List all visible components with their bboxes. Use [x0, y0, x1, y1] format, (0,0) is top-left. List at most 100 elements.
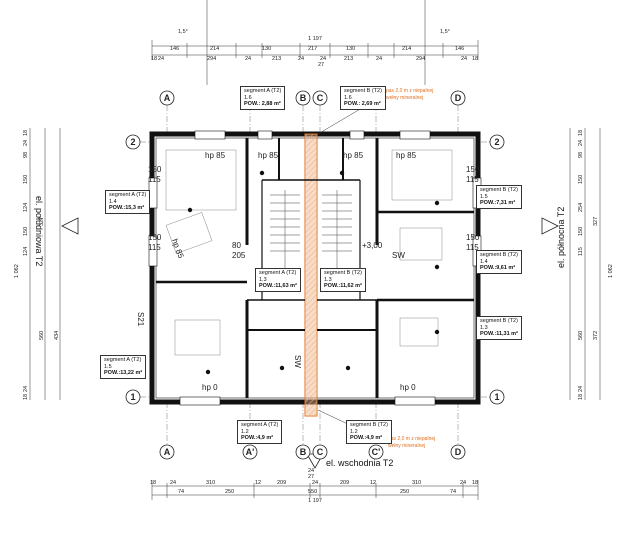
svg-text:130: 130	[346, 46, 355, 52]
svg-text:2: 2	[494, 137, 499, 147]
svg-text:214: 214	[210, 46, 219, 52]
svg-text:12: 12	[370, 480, 376, 486]
bottom-dimension-chain	[151, 480, 479, 500]
svg-text:150: 150	[23, 227, 29, 236]
svg-text:150: 150	[148, 233, 162, 242]
svg-text:24: 24	[376, 56, 382, 62]
svg-text:250: 250	[400, 489, 409, 495]
slope-right: 1,5°	[440, 29, 450, 35]
svg-text:115: 115	[466, 243, 479, 252]
svg-text:24: 24	[320, 56, 326, 62]
bottom-lower-dims: 74 250 550 250 74 27 24	[178, 468, 456, 495]
svg-text:24: 24	[23, 140, 29, 146]
top-guide-lines	[206, 0, 426, 85]
svg-text:27: 27	[318, 62, 324, 68]
top-lower-dims: 18 24 294 24 213 24 24 213 24 294 24 18 …	[151, 56, 478, 68]
svg-text:A: A	[164, 93, 171, 103]
left-elevation-marker	[61, 217, 79, 235]
svg-text:hp 0: hp 0	[400, 383, 416, 392]
svg-text:98: 98	[578, 152, 584, 158]
svg-text:310: 310	[206, 480, 215, 486]
svg-text:24: 24	[298, 56, 304, 62]
svg-text:146: 146	[170, 46, 179, 52]
svg-text:27: 27	[308, 474, 314, 480]
svg-text:18: 18	[472, 480, 478, 486]
svg-text:294: 294	[416, 56, 425, 62]
svg-text:150: 150	[578, 175, 584, 184]
svg-text:24: 24	[312, 480, 318, 486]
svg-text:24: 24	[158, 56, 164, 62]
svg-text:1 062: 1 062	[608, 264, 614, 278]
svg-text:D: D	[455, 93, 462, 103]
svg-text:115: 115	[148, 175, 161, 184]
elevation-east-label: el. wschodnia T2	[326, 458, 394, 468]
svg-text:254: 254	[578, 203, 584, 212]
svg-text:150: 150	[148, 165, 162, 174]
svg-text:24: 24	[170, 480, 176, 486]
svg-text:hp 85: hp 85	[258, 151, 279, 160]
svg-text:115: 115	[148, 243, 161, 252]
svg-text:294: 294	[207, 56, 216, 62]
svg-text:213: 213	[272, 56, 281, 62]
svg-text:24: 24	[460, 480, 466, 486]
svg-text:S21: S21	[136, 312, 145, 327]
svg-text:hp 85: hp 85	[396, 151, 417, 160]
left-dimension-chain	[29, 128, 61, 400]
left-dims: 18 24 98 150 124 150 124 327 560 434 24 …	[14, 130, 60, 400]
svg-text:2: 2	[130, 137, 135, 147]
svg-text:150: 150	[466, 233, 480, 242]
svg-text:24: 24	[308, 468, 314, 474]
right-dimension-chain	[569, 128, 601, 400]
svg-text:hp 85: hp 85	[343, 151, 364, 160]
svg-text:hp 0: hp 0	[202, 383, 218, 392]
svg-text:74: 74	[450, 489, 456, 495]
svg-text:18: 18	[151, 56, 157, 62]
slope-left: 1,5°	[178, 29, 188, 35]
note-bottom-line2: wełny mineralnej	[388, 443, 425, 449]
right-dims: 18 24 98 150 254 150 115 327 560 372 24 …	[578, 130, 614, 400]
top-total-dim: 1 197	[308, 36, 322, 42]
svg-text:310: 310	[412, 480, 421, 486]
svg-text:24: 24	[23, 386, 29, 392]
svg-text:A: A	[164, 447, 171, 457]
svg-text:1: 1	[130, 392, 135, 402]
note-top-line2: wełny mineralnej	[386, 95, 423, 101]
svg-text:124: 124	[23, 203, 29, 212]
svg-text:209: 209	[277, 480, 286, 486]
svg-text:24: 24	[578, 140, 584, 146]
svg-text:B: B	[300, 447, 307, 457]
svg-text:214: 214	[402, 46, 411, 52]
svg-text:80: 80	[232, 241, 241, 250]
svg-text:24: 24	[578, 386, 584, 392]
bottom-upper-dims: 18 24 310 12 209 24 209 12 310 24 18	[150, 480, 478, 486]
svg-text:150: 150	[23, 175, 29, 184]
svg-text:250: 250	[225, 489, 234, 495]
svg-text:98: 98	[23, 152, 29, 158]
svg-text:327: 327	[39, 217, 45, 226]
svg-text:209: 209	[340, 480, 349, 486]
svg-text:24: 24	[245, 56, 251, 62]
svg-text:24: 24	[461, 56, 467, 62]
svg-text:18: 18	[472, 56, 478, 62]
svg-text:C': C'	[372, 447, 381, 457]
svg-text:115: 115	[578, 247, 584, 256]
svg-text:327: 327	[593, 217, 599, 226]
svg-text:18: 18	[23, 130, 29, 136]
svg-text:18: 18	[578, 394, 584, 400]
svg-text:74: 74	[178, 489, 184, 495]
note-top-line1: pas 2,0 m z niepalnej	[386, 88, 433, 94]
svg-text:18: 18	[150, 480, 156, 486]
svg-text:434: 434	[54, 331, 60, 340]
svg-text:A': A'	[246, 447, 255, 457]
